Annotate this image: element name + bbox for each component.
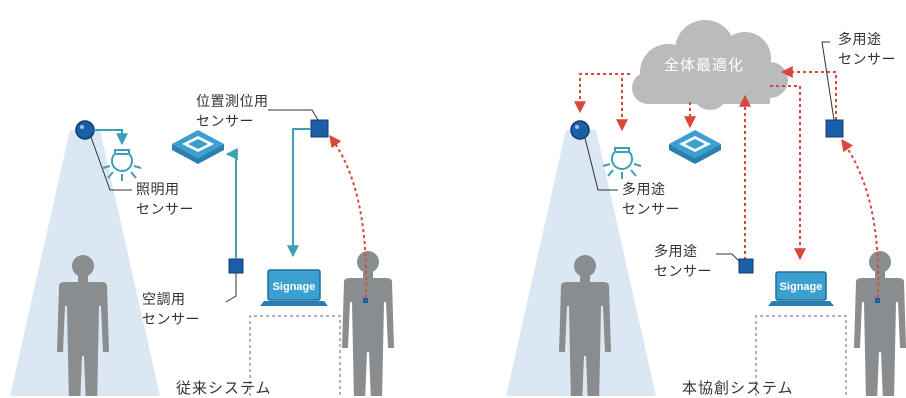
network-links [574, 66, 880, 299]
cloud-icon [632, 20, 788, 110]
multi-sensor-left-label: 多用途 センサー [622, 182, 680, 218]
signage-device-right: Signage [768, 271, 834, 306]
multi-sensor-mid-label: 多用途 センサー [654, 244, 712, 280]
aircon-sensor-label: 空調用 センサー [142, 292, 200, 328]
aircon-link [225, 148, 238, 259]
multi-sensor-top-icon [825, 119, 844, 138]
positioning-to-signage-link [287, 128, 311, 258]
right-caption: 本協創システム [682, 379, 794, 397]
left-panel: Signage [10, 109, 394, 396]
multi-sensor-top-label: 多用途 センサー [838, 32, 896, 68]
aircon-sensor-icon [228, 258, 244, 274]
sensor-to-light-link [94, 129, 128, 146]
right-panel: Signage [506, 20, 906, 396]
multi-sensor-mid-icon [738, 258, 754, 274]
person-silhouette-far-right [854, 251, 906, 396]
lighting-sensor-icon [75, 120, 95, 140]
positioning-sensor-label: 位置測位用 センサー [196, 94, 269, 130]
light-bulb-icon-right [602, 147, 642, 180]
tag-to-sensor-link [329, 135, 368, 299]
signage-table [249, 315, 341, 396]
air-conditioner-icon [172, 130, 224, 164]
signage-text-right: Signage [780, 281, 823, 293]
light-bulb-icon [102, 149, 142, 182]
left-caption: 従来システム [176, 379, 272, 397]
person-silhouette-right [342, 251, 394, 396]
signage-text-left: Signage [273, 281, 316, 293]
air-conditioner-icon-right [669, 130, 721, 164]
positioning-sensor-icon [310, 119, 329, 138]
multi-sensor-left-icon [570, 120, 590, 140]
signage-device: Signage [260, 269, 328, 306]
lighting-sensor-label: 照明用 センサー [136, 182, 194, 218]
signage-table-right [755, 315, 847, 396]
cloud-label: 全体最適化 [664, 56, 745, 74]
